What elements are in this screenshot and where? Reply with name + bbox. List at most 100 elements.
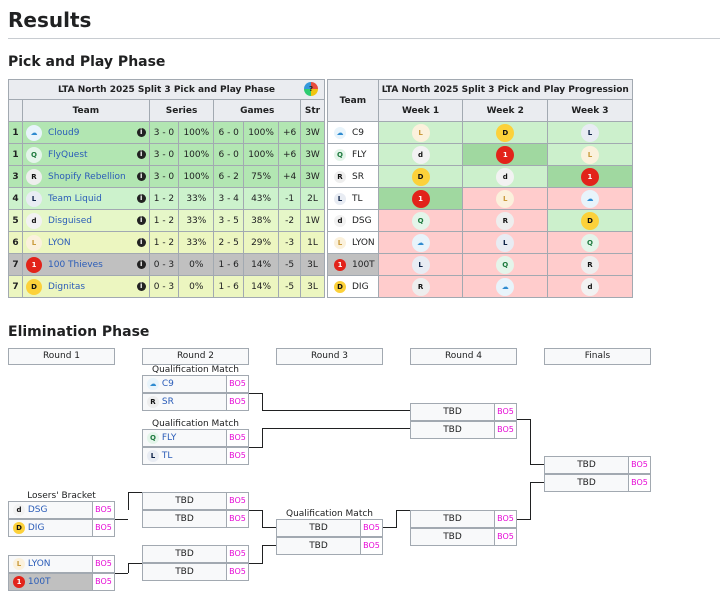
- week-2-opponent[interactable]: L: [462, 187, 549, 210]
- info-icon[interactable]: i: [136, 238, 146, 247]
- info-icon[interactable]: i: [136, 194, 146, 203]
- bracket-connector-line: [262, 393, 263, 411]
- week-3-opponent[interactable]: d: [547, 275, 633, 298]
- week-3-opponent[interactable]: D: [547, 209, 633, 232]
- team-cell[interactable]: L LYON i: [22, 231, 150, 254]
- week-1-opponent[interactable]: Q: [377, 209, 464, 232]
- week-1-opponent[interactable]: R: [377, 275, 464, 298]
- bo-label: BO5: [494, 511, 516, 527]
- week-1-opponent[interactable]: d: [377, 143, 464, 166]
- week-1-opponent[interactable]: D: [377, 165, 464, 188]
- bracket-slot-sr[interactable]: R SR BO5: [142, 393, 249, 411]
- slot-team: FLY: [161, 433, 177, 443]
- bracket-slot-dig[interactable]: D DIG BO5: [8, 519, 115, 537]
- elimination-heading: Elimination Phase: [8, 324, 150, 340]
- bracket-slot-lyon[interactable]: L LYON BO5: [8, 555, 115, 573]
- week-3-opponent[interactable]: ☁: [547, 187, 633, 210]
- team-link[interactable]: Cloud9: [48, 128, 80, 138]
- bracket-slot-dsg[interactable]: d DSG BO5: [8, 501, 115, 519]
- bracket-connector-line: [128, 492, 129, 510]
- progression-team-cell[interactable]: ☁C9: [327, 121, 379, 144]
- team-link[interactable]: Shopify Rebellion: [48, 172, 126, 182]
- bo-label: BO5: [628, 457, 650, 473]
- week-2-opponent[interactable]: Q: [462, 253, 549, 276]
- games-cell: 3 - 5: [213, 209, 244, 232]
- team-link[interactable]: Dignitas: [48, 282, 86, 292]
- week-3-opponent[interactable]: Q: [547, 231, 633, 254]
- week-2-opponent[interactable]: L: [462, 231, 549, 254]
- info-icon[interactable]: i: [136, 282, 146, 291]
- week-2-opponent[interactable]: d: [462, 165, 549, 188]
- week-2-opponent[interactable]: D: [462, 121, 549, 144]
- games-cell: 1 - 6: [213, 275, 244, 298]
- info-icon[interactable]: i: [136, 128, 146, 137]
- week-1-opponent[interactable]: L: [377, 253, 464, 276]
- week-3-opponent[interactable]: L: [547, 121, 633, 144]
- week-2-opponent[interactable]: R: [462, 209, 549, 232]
- team-link[interactable]: Disguised: [48, 216, 92, 226]
- dignitas-logo-icon: D: [13, 521, 25, 534]
- bo-label: BO5: [92, 574, 114, 590]
- week-1-opponent[interactable]: 1: [377, 187, 464, 210]
- week-1-opponent[interactable]: ☁: [377, 231, 464, 254]
- help-icon[interactable]: ?: [304, 82, 318, 96]
- week-3-opponent[interactable]: R: [547, 253, 633, 276]
- lyon-logo-icon: L: [26, 234, 42, 251]
- cloud9-logo-icon: ☁: [334, 126, 346, 139]
- progression-team-name: DSG: [352, 216, 372, 226]
- disguised-logo-icon: d: [334, 214, 346, 227]
- team-link[interactable]: LYON: [48, 238, 71, 248]
- info-icon[interactable]: i: [136, 150, 146, 159]
- team-link[interactable]: 100 Thieves: [48, 260, 103, 270]
- team-link[interactable]: FlyQuest: [48, 150, 88, 160]
- week-3-opponent[interactable]: 1: [547, 165, 633, 188]
- team-link[interactable]: Team Liquid: [48, 194, 102, 204]
- bracket-slot-100t[interactable]: 1 100T BO5: [8, 573, 115, 591]
- week-2-opponent[interactable]: ☁: [462, 275, 549, 298]
- bracket-slot-tl[interactable]: L TL BO5: [142, 447, 249, 465]
- diff-cell: +4: [278, 165, 302, 188]
- info-icon[interactable]: i: [136, 216, 146, 225]
- info-icon[interactable]: i: [136, 172, 146, 181]
- dignitas-logo-icon: D: [496, 123, 515, 142]
- week-3-opponent[interactable]: L: [547, 143, 633, 166]
- progression-team-cell[interactable]: d DSG: [327, 209, 379, 232]
- info-icon[interactable]: i: [136, 260, 146, 269]
- bracket-slot-c9[interactable]: ☁ C9 BO5: [142, 375, 249, 393]
- bracket-slot-fly[interactable]: Q FLY BO5: [142, 429, 249, 447]
- bracket-connector-line: [128, 563, 142, 564]
- series-pct-cell: 33%: [178, 209, 215, 232]
- week-1-opponent[interactable]: L: [377, 121, 464, 144]
- series-pct-cell: 100%: [178, 121, 215, 144]
- week-2-opponent[interactable]: 1: [462, 143, 549, 166]
- progression-team-name: DIG: [352, 282, 369, 292]
- round-4-header: Round 4: [410, 348, 517, 365]
